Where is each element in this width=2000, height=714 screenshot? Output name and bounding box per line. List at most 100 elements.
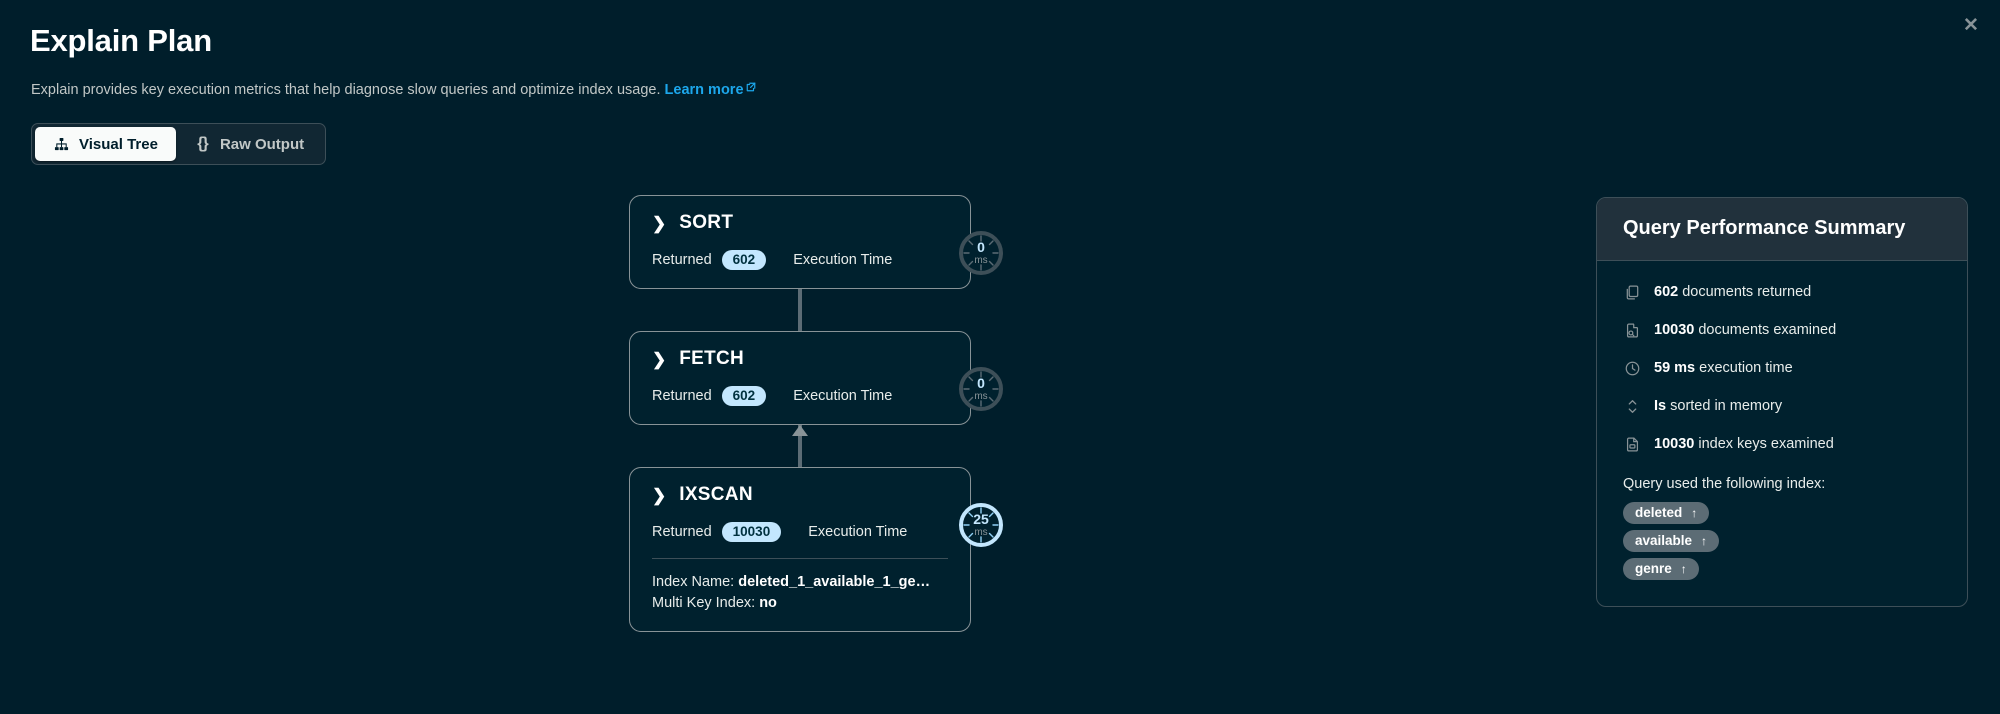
index-badge-label: deleted	[1635, 505, 1683, 520]
learn-more-label: Learn more	[664, 82, 744, 98]
execution-time-unit: ms	[974, 255, 988, 266]
execution-time-clock: 25 ms	[957, 501, 1005, 549]
index-badges: deleted ↑ available ↑ genre ↑	[1623, 502, 1941, 580]
sort-arrows-icon	[1623, 397, 1641, 415]
stat-execution-time: 59 ms execution time	[1623, 359, 1941, 377]
node-title: SORT	[679, 212, 734, 233]
explain-tree: ❯ SORT Returned 602 Execution Time	[629, 195, 1003, 633]
stat-text: 59 ms execution time	[1654, 360, 1793, 376]
node-details: Index Name: deleted_1_available_1_ge… Mu…	[652, 572, 948, 613]
subtitle: Explain provides key execution metrics t…	[31, 80, 756, 98]
index-caption: Query used the following index:	[1623, 476, 1826, 492]
returned-label: Returned	[652, 388, 712, 404]
view-mode-tabs: Visual Tree {} Raw Output	[31, 123, 327, 165]
execution-time-label: Execution Time	[808, 524, 908, 540]
stat-index-keys-examined: 10030 index keys examined	[1623, 435, 1941, 453]
connector-fetch-ixscan	[629, 425, 971, 467]
node-metrics: Returned 602 Execution Time	[652, 250, 948, 270]
execution-time-clock: 0 ms	[957, 229, 1005, 277]
summary-header: Query Performance Summary	[1597, 198, 1967, 261]
stat-text: 10030 documents examined	[1654, 322, 1836, 338]
divider	[652, 558, 948, 559]
index-name-row: Index Name: deleted_1_available_1_ge…	[652, 572, 948, 593]
document-search-icon	[1623, 321, 1641, 339]
chevron-right-icon[interactable]: ❯	[652, 213, 667, 233]
connector-sort-fetch	[629, 289, 971, 331]
tab-visual-tree[interactable]: Visual Tree	[35, 127, 176, 161]
stat-value: 59 ms	[1654, 360, 1696, 376]
node-metrics: Returned 602 Execution Time	[652, 386, 948, 406]
node-title: FETCH	[679, 348, 745, 369]
index-key-icon	[1623, 435, 1641, 453]
node-header: ❯ SORT	[652, 212, 948, 234]
arrow-up-icon: ↑	[1701, 533, 1708, 548]
execution-time-value: 0	[977, 239, 985, 255]
index-badge-label: genre	[1635, 561, 1672, 576]
stat-text: 602 documents returned	[1654, 284, 1811, 300]
returned-value: 602	[721, 250, 767, 270]
plan-node-ixscan[interactable]: ❯ IXSCAN Returned 10030 Execution Time I…	[629, 467, 1003, 633]
index-name-value: deleted_1_available_1_ge…	[738, 574, 931, 590]
learn-more-link[interactable]: Learn more	[665, 82, 756, 98]
index-badge-label: available	[1635, 533, 1693, 548]
execution-time-value: 25	[973, 511, 989, 527]
stat-value: 10030	[1654, 322, 1695, 338]
multi-key-row: Multi Key Index: no	[652, 593, 948, 614]
node-metrics: Returned 10030 Execution Time	[652, 522, 948, 542]
execution-time-label: Execution Time	[793, 388, 893, 404]
tab-raw-output-label: Raw Output	[219, 135, 305, 153]
arrow-up-icon: ↑	[1691, 505, 1698, 520]
stat-label: index keys examined	[1698, 436, 1834, 452]
multi-key-value: no	[759, 594, 777, 611]
stat-label: documents examined	[1698, 322, 1837, 338]
external-link-icon	[746, 80, 756, 96]
execution-time-label: Execution Time	[793, 252, 893, 268]
arrow-up-icon	[792, 425, 808, 436]
close-icon[interactable]: ✕	[1958, 12, 1984, 38]
chevron-right-icon[interactable]: ❯	[652, 485, 667, 505]
stat-sorted-in-memory: Is sorted in memory	[1623, 397, 1941, 415]
returned-value: 602	[721, 386, 767, 406]
index-badge-deleted[interactable]: deleted ↑	[1623, 502, 1710, 524]
subtitle-text: Explain provides key execution metrics t…	[31, 82, 661, 98]
node-header: ❯ IXSCAN	[652, 484, 948, 506]
stat-value: Is	[1654, 398, 1667, 414]
index-badge-genre[interactable]: genre ↑	[1623, 558, 1699, 580]
returned-value: 10030	[721, 522, 782, 542]
stat-value: 10030	[1654, 436, 1695, 452]
execution-time-unit: ms	[974, 527, 988, 538]
hierarchy-icon	[53, 136, 70, 153]
returned-label: Returned	[652, 252, 712, 268]
multi-key-label: Multi Key Index:	[652, 594, 756, 611]
index-badge-available[interactable]: available ↑	[1623, 530, 1720, 552]
query-performance-summary-panel: Query Performance Summary 602 documents …	[1596, 197, 1968, 607]
chevron-right-icon[interactable]: ❯	[652, 349, 667, 369]
arrow-up-icon: ↑	[1680, 561, 1687, 576]
execution-time-value: 0	[977, 375, 985, 391]
connector-line	[798, 289, 802, 331]
documents-icon	[1623, 283, 1641, 301]
stat-text: 10030 index keys examined	[1654, 436, 1834, 452]
stat-value: 602	[1654, 284, 1679, 300]
tab-raw-output[interactable]: {} Raw Output	[176, 127, 322, 161]
stat-documents-returned: 602 documents returned	[1623, 283, 1941, 301]
stat-label: documents returned	[1682, 284, 1812, 300]
node-title: IXSCAN	[679, 484, 753, 505]
connector-line	[798, 425, 802, 467]
tab-visual-tree-label: Visual Tree	[79, 135, 158, 153]
summary-title: Query Performance Summary	[1623, 217, 1906, 239]
returned-label: Returned	[652, 524, 712, 540]
node-header: ❯ FETCH	[652, 348, 948, 370]
execution-time-clock: 0 ms	[957, 365, 1005, 413]
plan-node-sort[interactable]: ❯ SORT Returned 602 Execution Time	[629, 195, 1003, 289]
execution-time-unit: ms	[974, 391, 988, 402]
clock-icon	[1623, 359, 1641, 377]
plan-node-fetch[interactable]: ❯ FETCH Returned 602 Execution Time	[629, 331, 1003, 425]
stat-text: Is sorted in memory	[1654, 398, 1782, 414]
stat-label: sorted in memory	[1670, 398, 1783, 414]
page-title: Explain Plan	[30, 23, 212, 58]
index-name-label: Index Name:	[652, 574, 735, 590]
stat-documents-examined: 10030 documents examined	[1623, 321, 1941, 339]
summary-body: 602 documents returned 10030 documents e…	[1597, 261, 1967, 606]
